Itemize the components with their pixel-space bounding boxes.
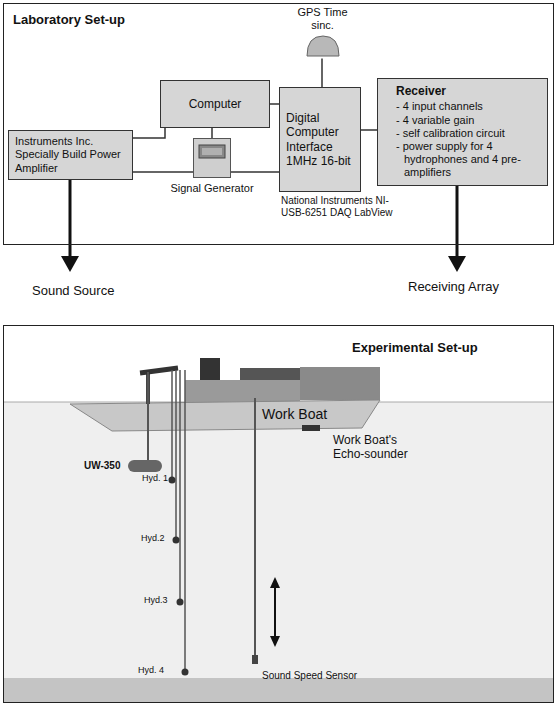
connector bbox=[211, 128, 213, 138]
label: UW-350 bbox=[84, 460, 120, 472]
amplifier-box: Instruments Inc. Specially Build Power A… bbox=[8, 130, 133, 180]
hydrophones bbox=[169, 477, 189, 676]
output-arrows bbox=[61, 176, 466, 272]
hydrophone bbox=[182, 669, 189, 676]
label: Hyd. 1 bbox=[142, 473, 168, 483]
connector bbox=[133, 128, 165, 138]
signal-generator: Signal Generator bbox=[193, 138, 231, 178]
boat-funnel bbox=[200, 358, 220, 380]
device-label: Signal Generator bbox=[170, 182, 253, 195]
hydrophone bbox=[169, 477, 176, 484]
arrow-head bbox=[270, 577, 280, 588]
uw350-cable bbox=[147, 372, 149, 462]
box-label: Computer bbox=[167, 97, 263, 111]
display bbox=[199, 145, 225, 158]
gps-dome bbox=[305, 34, 341, 58]
label: Work Boat bbox=[262, 406, 327, 422]
connector bbox=[231, 171, 279, 173]
gps-antenna: GPS Time sinc. bbox=[290, 6, 355, 58]
boat-cabin bbox=[300, 367, 380, 400]
label: Work Boat's Echo-sounder bbox=[333, 434, 415, 462]
water bbox=[4, 402, 553, 679]
label: Sound Speed Sensor bbox=[262, 670, 357, 682]
profile-arrow bbox=[274, 586, 276, 638]
boat-hull bbox=[70, 400, 380, 431]
label: Hyd.3 bbox=[144, 595, 168, 605]
display-window bbox=[202, 148, 222, 155]
connector bbox=[361, 129, 377, 131]
arrow-head bbox=[270, 636, 280, 647]
computer-box: Computer bbox=[160, 80, 270, 128]
connector bbox=[133, 171, 193, 173]
arrow-stem bbox=[456, 176, 459, 258]
hydrophone bbox=[177, 599, 184, 606]
arrow-head bbox=[448, 256, 466, 272]
boat-cabin-top bbox=[240, 368, 300, 380]
lab-panel: Laboratory Set-up GPS Time sinc. ComputerD… bbox=[3, 3, 554, 245]
cable bbox=[184, 370, 186, 672]
boat-deckhouse bbox=[185, 380, 300, 404]
arrow-head bbox=[61, 256, 79, 272]
experiment-panel: Experimental Set-up bbox=[3, 325, 554, 703]
connector bbox=[270, 103, 279, 105]
cable bbox=[175, 370, 177, 540]
hydrophone bbox=[173, 537, 180, 544]
gps-label: GPS Time sinc. bbox=[290, 6, 355, 32]
cable bbox=[179, 370, 181, 602]
sensor-cable bbox=[254, 398, 256, 656]
receiver-heading: Receiver bbox=[386, 84, 539, 98]
panel-title: Experimental Set-up bbox=[352, 340, 478, 355]
label: Hyd.2 bbox=[141, 533, 165, 543]
signal-generator-body bbox=[193, 138, 231, 178]
receiver-item: - 4 variable gain bbox=[386, 114, 539, 127]
label: National Instruments NI- USB-6251 DAQ La… bbox=[281, 195, 399, 218]
receiver-item: - self calibration circuit bbox=[386, 127, 539, 140]
label: Hyd. 4 bbox=[138, 665, 164, 675]
sound-speed-sensor bbox=[252, 655, 258, 664]
box-label: Instruments Inc. Specially Build Power A… bbox=[15, 135, 126, 175]
label: Sound Source bbox=[32, 284, 114, 299]
panel-title: Laboratory Set-up bbox=[13, 12, 125, 27]
seabed bbox=[4, 678, 553, 702]
daq-box: Digital Computer Interface 1MHz 16-bit bbox=[279, 87, 361, 192]
receiver-item: - 4 input channels bbox=[386, 100, 539, 113]
case bbox=[194, 139, 231, 178]
uw350-source bbox=[128, 460, 162, 472]
connector bbox=[321, 58, 323, 87]
hydrophone-cables bbox=[172, 370, 185, 672]
arrow-stem bbox=[69, 180, 72, 258]
box-label: Digital Computer Interface 1MHz 16-bit bbox=[286, 111, 354, 169]
echo-sounder bbox=[302, 425, 320, 431]
label: Receiving Array bbox=[408, 280, 499, 295]
cable bbox=[171, 370, 173, 480]
receiver-box: Receiver - 4 input channels- 4 variable g… bbox=[377, 78, 548, 186]
receiver-item: - power supply for 4 hydrophones and 4 p… bbox=[386, 140, 539, 180]
dome bbox=[307, 36, 339, 56]
experiment-scene bbox=[4, 358, 553, 702]
